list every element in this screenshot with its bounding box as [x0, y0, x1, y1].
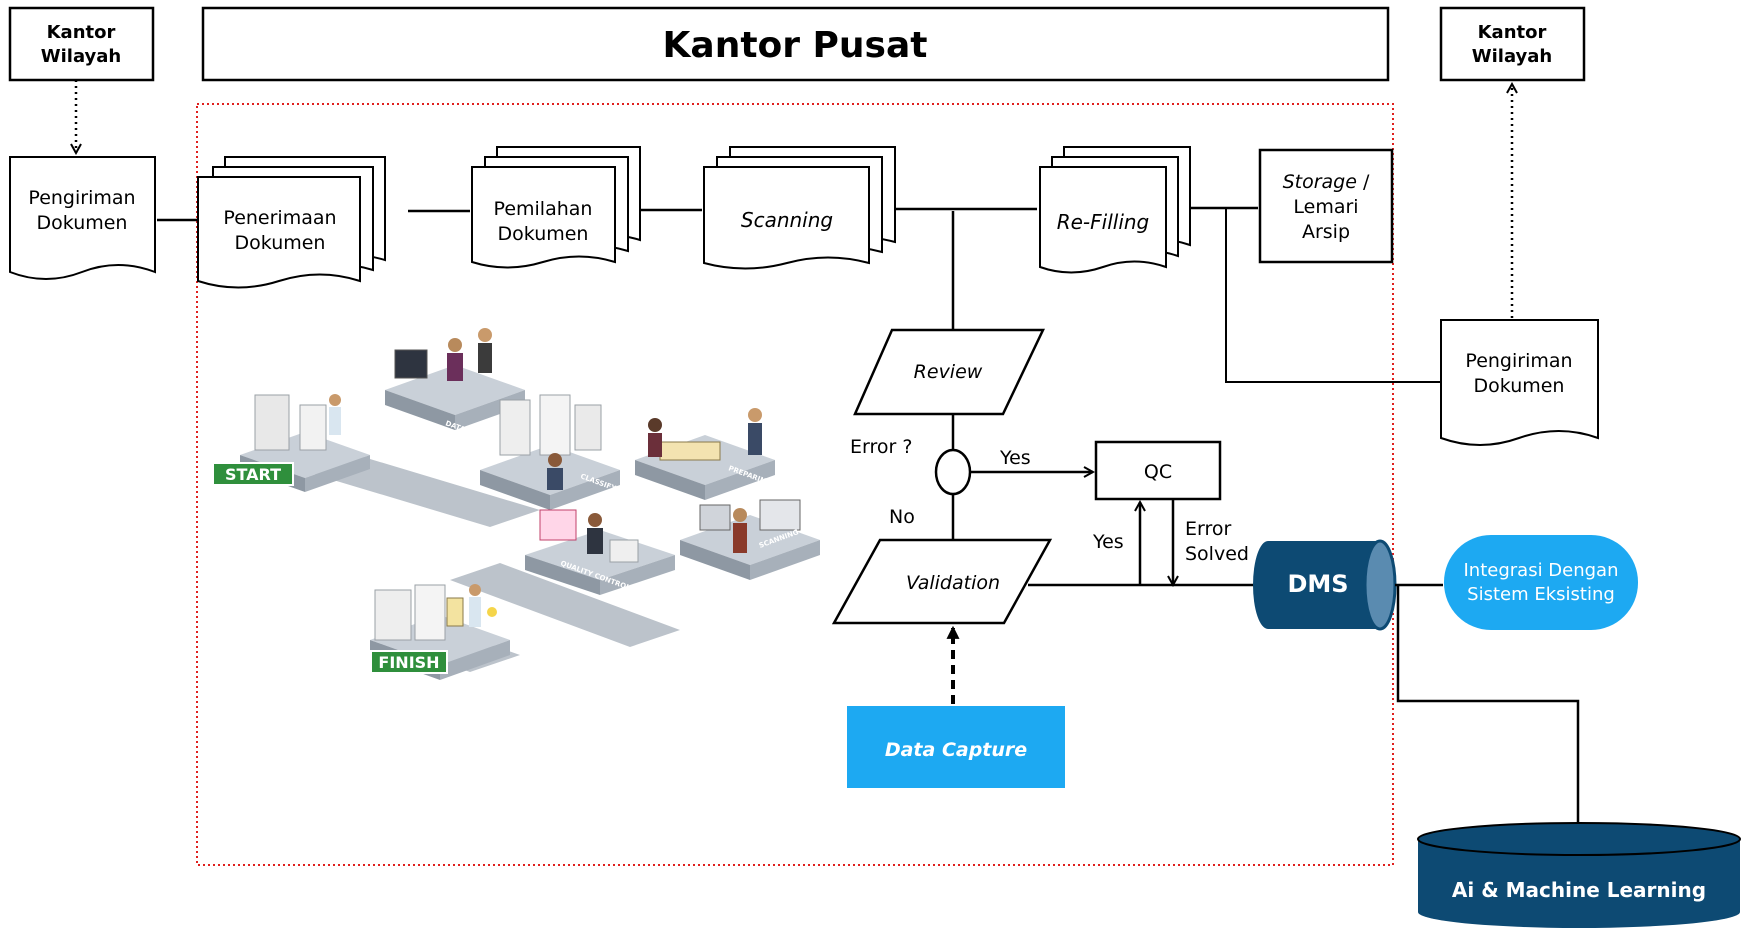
refilling-document: Re-Filling [1039, 146, 1191, 274]
qc-box: QC [1094, 440, 1222, 501]
integrasi-line1: Integrasi Dengan [1463, 560, 1618, 581]
kantor-wilayah-left-line1: Kantor [47, 22, 116, 43]
station-quality-control-platform [525, 509, 675, 595]
kantor-wilayah-left-line2: Wilayah [41, 46, 121, 67]
pemilahan-dokumen: Pemilahan Dokumen [471, 146, 641, 269]
kantor-pusat-box: Kantor Pusat [201, 6, 1390, 82]
kantor-wilayah-left-box: Kantor Wilayah [8, 6, 155, 82]
pengiriman-right-line2: Dokumen [1474, 375, 1565, 397]
connector-to-pengiriman-right [1225, 208, 1440, 383]
data-capture-label: Data Capture [885, 739, 1027, 761]
storage-line3: Arsip [1302, 221, 1350, 243]
pengiriman-left-line1: Pengiriman [28, 187, 135, 209]
workflow-illustration: DATA ENTRY CLASSIFYING PREPARING QUALITY… [212, 328, 820, 680]
validation-parallelogram: Validation [831, 538, 1053, 625]
start-label: START [225, 465, 281, 484]
storage-line1: Storage / [1283, 171, 1370, 193]
ai-label: Ai & Machine Learning [1452, 878, 1706, 902]
penerimaan-dokumen: Penerimaan Dokumen [197, 156, 386, 289]
kantor-wilayah-right-line2: Wilayah [1472, 46, 1552, 67]
kantor-wilayah-right-box: Kantor Wilayah [1439, 6, 1586, 82]
refilling-label: Re-Filling [1057, 210, 1150, 234]
error-solved-line1: Error [1185, 518, 1232, 540]
penerimaan-line2: Dokumen [235, 232, 326, 254]
validation-label: Validation [906, 572, 1000, 594]
yes-up-label: Yes [1092, 531, 1124, 553]
station-preparing-platform [635, 408, 775, 500]
station-scanning-platform [680, 499, 820, 580]
review-label: Review [914, 361, 983, 383]
error-question-label: Error ? [850, 436, 912, 458]
kantor-pusat-boundary [196, 103, 1394, 866]
scanning-label: Scanning [741, 208, 833, 232]
storage-lemari-arsip-box: Storage / Lemari Arsip [1258, 148, 1394, 264]
kantor-pusat-title: Kantor Pusat [663, 25, 928, 66]
pemilahan-line2: Dokumen [498, 223, 589, 245]
kantor-wilayah-right-line1: Kantor [1478, 22, 1547, 43]
finish-sign: FINISH [370, 650, 448, 674]
storage-slash: / [1357, 171, 1370, 193]
yes-top-label: Yes [999, 447, 1031, 469]
no-label: No [889, 506, 915, 528]
dms-cylinder: DMS [1253, 539, 1397, 631]
scanning-document: Scanning [703, 146, 896, 270]
review-parallelogram: Review [853, 328, 1045, 416]
start-sign: START [212, 462, 294, 486]
storage-line2: Lemari [1293, 196, 1358, 218]
pengiriman-dokumen-left: Pengiriman Dokumen [9, 156, 156, 280]
station-classifying-platform [480, 394, 620, 510]
pemilahan-line1: Pemilahan [494, 198, 593, 220]
walkway-lower [450, 563, 680, 647]
integrasi-line2: Sistem Eksisting [1467, 584, 1615, 605]
error-solved-line2: Solved [1185, 543, 1249, 565]
penerimaan-line1: Penerimaan [223, 207, 336, 229]
connector-dms-ai [1396, 585, 1580, 822]
error-decision-node [934, 448, 972, 496]
data-capture-box: Data Capture [847, 706, 1065, 788]
pengiriman-left-line2: Dokumen [37, 212, 128, 234]
pengiriman-dokumen-right: Pengiriman Dokumen [1440, 319, 1599, 446]
storage-italic: Storage [1283, 171, 1357, 193]
finish-label: FINISH [378, 653, 439, 672]
pengiriman-right-line1: Pengiriman [1465, 350, 1572, 372]
qc-label: QC [1144, 461, 1172, 483]
ai-machine-learning-cylinder: Ai & Machine Learning [1417, 822, 1741, 928]
dms-label: DMS [1287, 570, 1348, 598]
integrasi-pill: Integrasi Dengan Sistem Eksisting [1444, 535, 1638, 630]
